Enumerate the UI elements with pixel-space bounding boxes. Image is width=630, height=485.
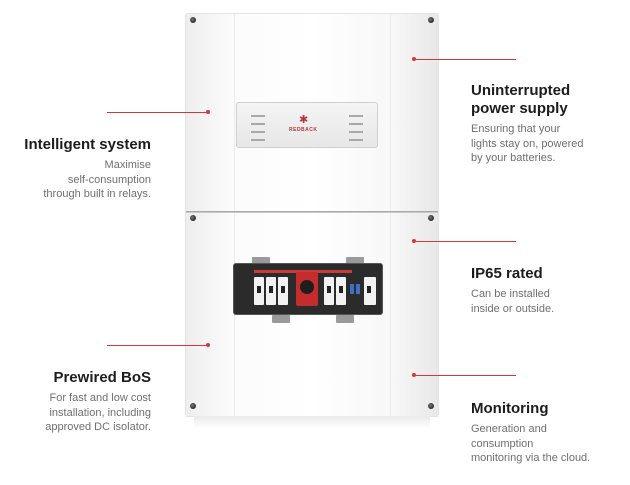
feature-description-line: through built in relays.	[43, 188, 151, 200]
panel-edge-line	[234, 14, 235, 416]
leader-line	[416, 59, 516, 60]
feature-description-line: self-consumption	[67, 173, 151, 186]
circuit-breaker	[278, 277, 288, 305]
feature-title-line: Uninterrupted	[471, 82, 571, 99]
redback-inverter-unit: ✱ REDBACK	[186, 14, 438, 428]
status-indicator	[349, 139, 363, 141]
feature-description-line: Generation and	[471, 423, 547, 435]
feature-title: IP65 rated	[471, 265, 543, 282]
status-indicator	[349, 131, 363, 133]
feature-prewired-bos: Prewired BoS For fast and low cost insta…	[8, 369, 151, 435]
feature-title: Monitoring	[471, 400, 549, 417]
leader-line	[107, 345, 206, 346]
circuit-breaker	[254, 277, 264, 305]
status-display-panel: ✱ REDBACK	[236, 102, 378, 148]
feature-uninterrupted-power-supply: Uninterrupted power supply Ensuring that…	[471, 82, 626, 166]
status-indicator	[349, 123, 363, 125]
leader-line	[416, 241, 516, 242]
feature-description: For fast and low cost installation, incl…	[8, 391, 151, 435]
terminal-block	[356, 284, 360, 294]
screw-icon	[190, 403, 196, 409]
leader-line	[416, 375, 516, 376]
feature-description-line: Maximise	[104, 159, 151, 171]
feature-description: Ensuring that your lights stay on, power…	[471, 122, 626, 166]
leader-dot	[412, 373, 416, 377]
feature-description-line: approved DC isolator.	[45, 421, 151, 433]
feature-description-line: Can be installed	[471, 288, 550, 300]
mounting-bracket	[336, 315, 354, 323]
circuit-breaker	[364, 277, 376, 305]
circuit-breaker	[324, 277, 334, 305]
status-indicator	[349, 115, 363, 117]
breaker-label-strip	[254, 270, 352, 273]
feature-title: Intelligent system	[24, 136, 151, 153]
panel-seam	[186, 211, 438, 213]
feature-ip65-rated: IP65 rated Can be installed inside or ou…	[471, 265, 626, 316]
brand-logo-text: REDBACK	[289, 127, 318, 133]
feature-description-line: For fast and low cost	[49, 392, 152, 404]
feature-description-line: by your batteries.	[471, 152, 556, 164]
leader-dot	[412, 57, 416, 61]
status-indicator	[251, 123, 265, 125]
mounting-bracket	[252, 257, 270, 265]
feature-description: Can be installed inside or outside.	[471, 287, 626, 316]
screw-icon	[190, 17, 196, 23]
leader-line	[107, 112, 206, 113]
dc-isolator-switch	[296, 272, 318, 306]
mounting-bracket	[272, 315, 290, 323]
terminal-block	[350, 284, 354, 294]
feature-description-line: installation, including	[49, 406, 151, 419]
feature-description: Generation and consumption monitoring vi…	[471, 422, 626, 466]
feature-description-line: inside or outside.	[471, 302, 555, 315]
feature-description-line: consumption	[471, 437, 534, 450]
mounting-bracket	[346, 257, 364, 265]
panel-edge-line	[390, 14, 391, 416]
redback-spider-icon: ✱	[299, 114, 309, 126]
leader-dot	[206, 110, 210, 114]
feature-description-line: Ensuring that your	[471, 123, 561, 135]
status-indicator	[251, 115, 265, 117]
circuit-breaker	[266, 277, 276, 305]
screw-icon	[428, 215, 434, 221]
screw-icon	[428, 17, 434, 23]
status-indicator	[251, 139, 265, 141]
leader-dot	[206, 343, 210, 347]
leader-dot	[412, 239, 416, 243]
feature-monitoring: Monitoring Generation and consumption mo…	[471, 400, 626, 466]
feature-description-line: monitoring via the cloud.	[471, 452, 591, 464]
circuit-breaker	[336, 277, 346, 305]
feature-description-line: lights stay on, powered	[471, 137, 584, 150]
feature-title: Prewired BoS	[53, 369, 151, 386]
feature-intelligent-system: Intelligent system Maximise self-consump…	[8, 136, 151, 202]
feature-description: Maximise self-consumption through built …	[8, 158, 151, 202]
feature-title: Uninterrupted power supply	[471, 82, 626, 118]
breaker-panel	[234, 264, 382, 314]
screw-icon	[428, 403, 434, 409]
status-indicator	[251, 131, 265, 133]
screw-icon	[190, 215, 196, 221]
feature-title-line: power supply	[471, 100, 568, 117]
